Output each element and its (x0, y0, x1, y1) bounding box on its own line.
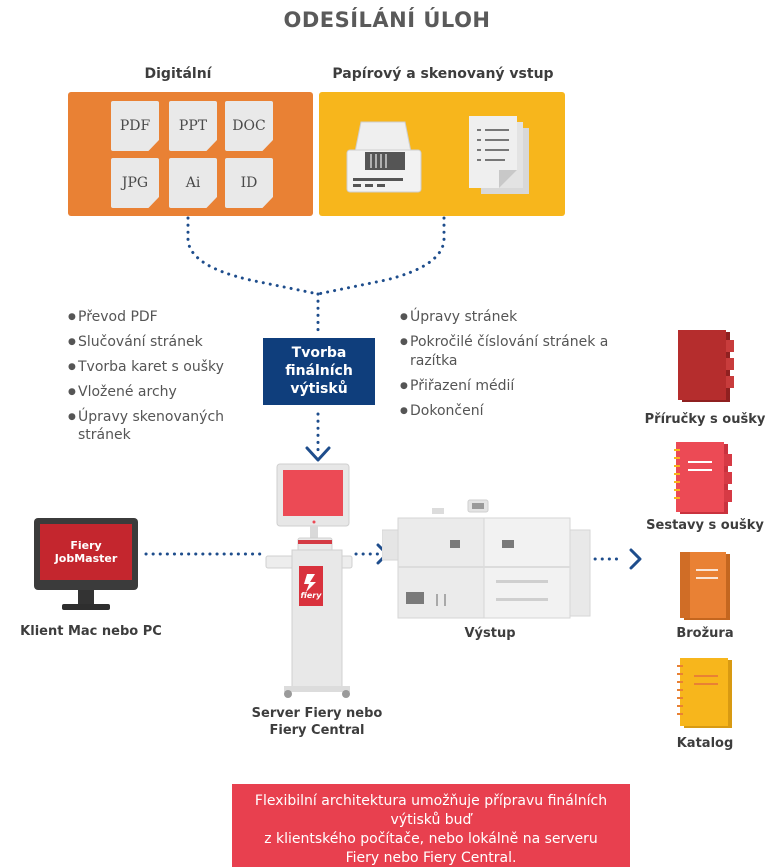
monitor-base (62, 604, 110, 610)
footer-line-2: z klientského počítače, nebo lokálně na … (264, 830, 598, 847)
client-computer: Fiery JobMaster (34, 518, 146, 626)
fiery-logo: fiery (301, 591, 323, 600)
arrow-down-icon (305, 446, 331, 462)
fiery-server-kiosk: fiery (265, 463, 353, 698)
id-file-icon: ID (225, 158, 273, 208)
scanner-and-pages-icon (346, 116, 529, 194)
list-item: Úpravy stránek (400, 308, 630, 327)
pdf-file-icon: PDF (111, 101, 159, 151)
imposition-line-1: Tvorba (291, 345, 347, 361)
ppt-file-icon: PPT (169, 101, 217, 151)
paper-panel (319, 92, 565, 216)
tabbed-set-icon (674, 442, 732, 514)
product-label-catalog: Katalog (676, 736, 734, 751)
product-label-sets: Sestavy s oušky (646, 518, 764, 533)
client-label: Klient Mac nebo PC (20, 624, 162, 639)
page-title: ODESÍLÁNÍ ÚLOH (283, 8, 491, 32)
right-feature-list: Úpravy stránek Pokročilé číslování strán… (400, 308, 630, 426)
list-item: Pokročilé číslování stránek a razítka (400, 333, 610, 371)
digital-connector (186, 216, 320, 296)
footer-banner: Flexibilní architektura umožňuje příprav… (232, 784, 630, 867)
product-label-manuals: Příručky s oušky (644, 412, 766, 427)
paper-connector (316, 216, 446, 296)
left-feature-list: Převod PDF Slučování stránek Tvorba kare… (68, 308, 258, 451)
list-item: Přiřazení médií (400, 377, 630, 396)
jpg-file-icon: JPG (111, 158, 159, 208)
output-label: Výstup (464, 626, 516, 641)
product-label-booklet: Brožura (676, 626, 734, 641)
digital-label: Digitální (144, 66, 212, 82)
paper-label: Papírový a skenovaný vstup (332, 66, 554, 82)
monitor-stand (78, 590, 94, 604)
digital-panel: PDF PPT DOC JPG Ai ID (68, 92, 313, 216)
server-label-line-1: Server Fiery nebo (251, 706, 383, 721)
list-item: Dokončení (400, 402, 630, 421)
tabbed-manual-icon (678, 330, 734, 402)
imposition-box: Tvorba finálních výtisků (263, 338, 375, 405)
list-item: Tvorba karet s oušky (68, 358, 258, 377)
monitor-screen: Fiery JobMaster (40, 524, 132, 580)
screen-text-2: JobMaster (54, 552, 118, 565)
booklet-icon (680, 552, 730, 620)
server-label: Server Fiery nebo Fiery Central (232, 706, 402, 740)
list-item: Slučování stránek (68, 333, 258, 352)
arrow-right-icon-2 (629, 548, 642, 570)
imposition-line-3: výtisků (290, 381, 348, 398)
list-item: Úpravy skenovaných stránek (68, 408, 238, 446)
catalog-icon (677, 658, 732, 728)
screen-text-1: Fiery (70, 538, 102, 552)
imposition-line-2: finálních (285, 363, 353, 380)
footer-line-1: Flexibilní architektura umožňuje příprav… (254, 793, 608, 828)
production-printer (382, 499, 591, 619)
ai-file-icon: Ai (169, 158, 217, 208)
doc-file-icon: DOC (225, 101, 273, 151)
server-label-line-2: Fiery Central (269, 722, 365, 738)
list-item: Převod PDF (68, 308, 258, 327)
list-item: Vložené archy (68, 383, 258, 402)
footer-line-3: Fiery nebo Fiery Central. (345, 849, 517, 866)
